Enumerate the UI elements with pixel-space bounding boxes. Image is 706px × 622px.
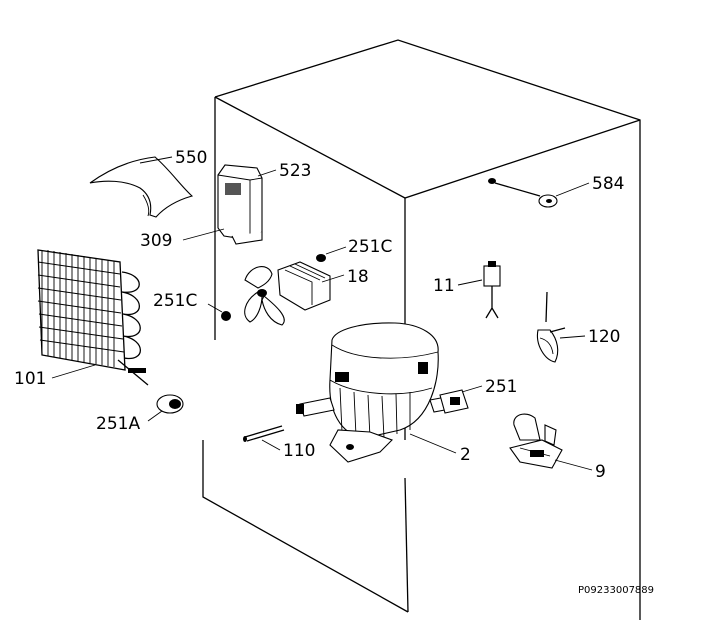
part-2-compressor <box>296 322 467 463</box>
leader-101 <box>51 364 96 379</box>
label-11: 11 <box>433 276 455 296</box>
leader-550 <box>139 156 173 164</box>
label-309: 309 <box>140 231 172 251</box>
label-550: 550 <box>175 148 207 168</box>
label-101: 101 <box>14 369 46 389</box>
leader-11 <box>457 279 483 286</box>
part-550-cover <box>89 156 194 218</box>
label-251c-top: 251C <box>348 237 392 257</box>
leader-251c-left <box>207 303 223 313</box>
label-18: 18 <box>347 267 369 287</box>
leader-2 <box>409 433 457 454</box>
reference-code: P09233007889 <box>578 585 654 596</box>
label-110: 110 <box>283 441 315 461</box>
part-110-pipe <box>243 425 285 442</box>
part-251c-screw-left <box>221 311 231 321</box>
leader-120 <box>559 335 586 339</box>
leader-251 <box>461 385 483 393</box>
part-18-fan <box>244 261 331 326</box>
part-584-sensor <box>488 178 558 208</box>
label-120: 120 <box>588 327 620 347</box>
part-251-clamp <box>439 389 469 414</box>
cabinet-outline <box>202 39 641 620</box>
label-9: 9 <box>595 462 606 482</box>
part-101-condenser <box>37 249 149 386</box>
part-251a-grommet <box>156 394 184 414</box>
part-120-relay <box>536 291 566 363</box>
leader-309 <box>182 228 225 241</box>
label-251: 251 <box>485 377 517 397</box>
label-523: 523 <box>279 161 311 181</box>
leader-523 <box>257 169 277 177</box>
part-9-holder <box>509 413 563 469</box>
leader-584 <box>555 182 590 197</box>
leader-9 <box>554 459 593 471</box>
part-251c-screw-top <box>316 254 326 262</box>
leader-251a <box>147 410 163 422</box>
label-2: 2 <box>460 445 471 465</box>
label-584: 584 <box>592 174 624 194</box>
leader-251c-top <box>325 246 347 255</box>
label-251c-left: 251C <box>153 291 197 311</box>
part-11-thermostat <box>483 261 501 319</box>
leader-18 <box>321 274 345 283</box>
part-523-box <box>217 164 263 245</box>
label-251a: 251A <box>96 414 140 434</box>
leader-110 <box>261 439 281 451</box>
